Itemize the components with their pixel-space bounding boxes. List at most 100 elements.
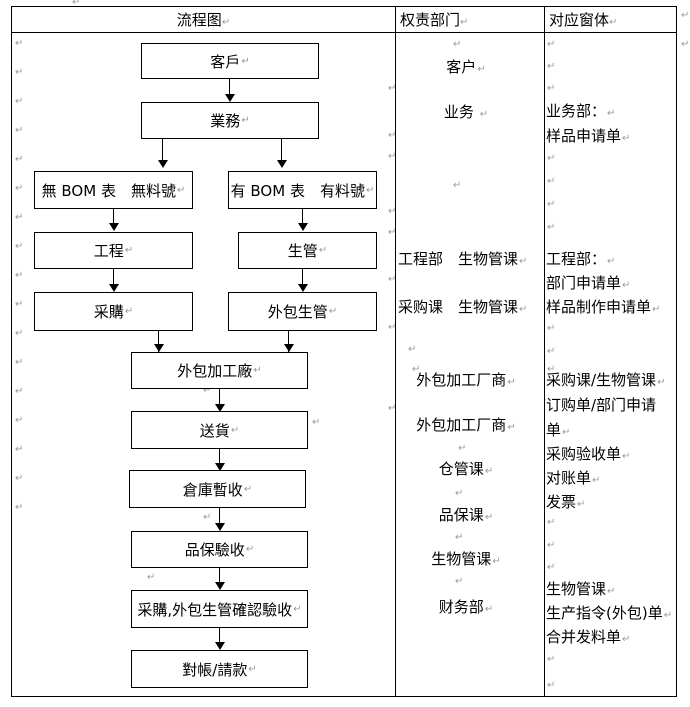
paragraph-mark: ↵ [221, 17, 231, 28]
flow-node-sales[interactable]: 業務 ↵ [141, 102, 319, 139]
paragraph-mark: ↵ [365, 184, 375, 196]
paragraph-mark-dept-4 [388, 152, 396, 162]
paragraph-mark: ↵ [663, 610, 673, 621]
paragraph-mark-form-15 [547, 681, 555, 691]
paragraph-mark-form-9 [547, 347, 555, 357]
paragraph-mark: ↵ [243, 483, 253, 495]
paragraph-mark-form-13 [547, 563, 555, 573]
arrowhead-engineering-purchasing [109, 284, 119, 292]
arrowhead-customer-sales [225, 94, 235, 102]
connector-qc-confirm [219, 568, 220, 584]
column-separator-2 [544, 7, 545, 696]
paragraph-mark-dept-6 [388, 207, 396, 217]
flow-node-settlement-label: 對帳/請款 [182, 660, 248, 679]
paragraph-mark: ↵ [477, 64, 486, 75]
flow-node-purchasing[interactable]: 采購↵ [34, 292, 193, 331]
form-item-bio-section: 生物管课↵ [546, 582, 615, 599]
form-item-invoice-label: 发票 [546, 493, 577, 511]
paragraph-mark: ↵ [577, 499, 586, 510]
header-row-separator [12, 32, 676, 33]
flow-node-warehouse[interactable]: 倉庫暫收↵ [129, 470, 306, 508]
paragraph-mark-flow-14 [15, 416, 23, 426]
paragraph-mark: ↵ [519, 256, 528, 267]
form-item-purchase-bio-section: 采购课/生物管课↵ [546, 373, 665, 390]
paragraph-mark: ↵ [562, 427, 571, 438]
paragraph-mark-flow-11 [15, 329, 23, 339]
form-item-sample-production-request-label: 样品制作申请单 [546, 298, 652, 316]
flow-node-outsource-factory[interactable]: 外包加工廠↵ [131, 352, 308, 389]
paragraph-mark-dept-12 [388, 404, 396, 414]
paragraph-mark-flow-inline-4 [147, 573, 155, 583]
connector-purchasing-factory [158, 330, 159, 352]
paragraph-mark-dept-13 [458, 444, 466, 454]
paragraph-mark-outside-1 [681, 11, 689, 21]
paragraph-mark: ↵ [484, 604, 494, 615]
connector-nobom-engineering [113, 208, 114, 224]
connector-factory-delivery [219, 388, 220, 406]
dept-item-customer-label: 客户 [446, 58, 477, 76]
flow-node-purchasing-label: 采購 [93, 303, 124, 321]
paragraph-mark-flow-4 [15, 126, 23, 136]
paragraph-mark: ↵ [253, 365, 262, 376]
connector-sales-right [281, 138, 282, 162]
paragraph-mark-form-3 [547, 84, 555, 94]
paragraph-mark-dept-2 [388, 84, 396, 94]
flow-node-no-bom[interactable]: 無 BOM 表 無料號↵ [34, 171, 193, 209]
connector-delivery-warehouse [219, 448, 220, 465]
flow-node-production[interactable]: 生管↵ [238, 232, 377, 269]
dept-item-production-control-label: 生物管课 [431, 550, 492, 568]
dept-item-finance-label: 财务部 [438, 598, 484, 616]
paragraph-mark: ↵ [241, 55, 250, 67]
arrowhead-factory-delivery [215, 404, 225, 412]
paragraph-mark-dept-16 [455, 577, 463, 587]
flow-node-settlement[interactable]: 對帳/請款↵ [131, 650, 308, 688]
paragraph-mark-dept-5 [453, 181, 461, 191]
form-item-statement-label: 对账单 [546, 469, 592, 487]
flow-node-engineering[interactable]: 工程↵ [34, 232, 193, 269]
form-item-sales-dept-label: 业务部： [546, 102, 607, 120]
dept-item-purchasing: 采购课 生物管课↵ [398, 300, 527, 317]
flow-node-customer[interactable]: 客戶↵ [141, 43, 319, 79]
paragraph-mark: ↵ [519, 304, 528, 315]
dept-item-qc-label: 品保课 [438, 506, 484, 524]
form-item-order-continuation: 单↵ [546, 423, 570, 440]
paragraph-mark-outside-2 [681, 40, 689, 50]
paragraph-mark-flow-6 [15, 184, 23, 194]
flow-node-outsourcing-pc[interactable]: 外包生管↵ [228, 292, 377, 331]
form-item-sample-production-request: 样品制作申请单↵ [546, 300, 660, 317]
dept-item-outsource-factory-1: 外包加工厂商↵ [396, 373, 536, 390]
paragraph-mark: ↵ [245, 544, 255, 555]
arrowhead-warehouse-qc [215, 523, 225, 531]
paragraph-mark: ↵ [460, 17, 469, 28]
paragraph-mark-dept-3 [388, 131, 396, 141]
paragraph-mark-flow-inline-3 [203, 513, 211, 523]
flowchart-table: 流程图↵ 权责部门↵ 对应窗体↵ [11, 6, 677, 697]
form-item-sample-request-label: 样品申请单 [546, 127, 622, 145]
dept-item-qc: 品保课↵ [396, 508, 536, 525]
flow-node-no-bom-label: 無 BOM 表 無料號 [41, 181, 176, 200]
column-separator-1 [395, 7, 396, 696]
paragraph-mark: ↵ [657, 377, 666, 388]
flow-node-has-bom[interactable]: 有 BOM 表 有料號↵ [228, 171, 377, 209]
paragraph-mark-form-12 [547, 541, 555, 551]
flow-node-qc[interactable]: 品保驗收↵ [131, 531, 308, 568]
dept-item-outsource-factory-2: 外包加工厂商↵ [396, 418, 536, 435]
flow-node-qc-label: 品保驗收 [184, 541, 245, 559]
flow-node-warehouse-label: 倉庫暫收 [182, 480, 243, 499]
paragraph-mark: ↵ [507, 377, 516, 388]
paragraph-mark: ↵ [622, 634, 631, 645]
form-item-sample-request: 样品申请单↵ [546, 129, 630, 146]
flow-node-confirm[interactable]: 采購,外包生管確認驗收↵ [131, 590, 308, 628]
paragraph-mark-form-4 [547, 154, 555, 164]
form-item-bio-section-label: 生物管课 [546, 580, 607, 598]
paragraph-mark-form-11 [547, 518, 555, 528]
form-item-dept-request: 部门申请单↵ [546, 276, 630, 293]
header-flowchart: 流程图↵ [12, 10, 395, 30]
arrowhead-delivery-warehouse [215, 463, 225, 471]
paragraph-mark: ↵ [609, 17, 618, 28]
flow-node-delivery[interactable]: 送貨↵ [131, 411, 308, 449]
arrowhead-sales-right [277, 160, 287, 168]
paragraph-mark: ↵ [622, 451, 631, 462]
paragraph-mark-form-7 [547, 223, 555, 233]
